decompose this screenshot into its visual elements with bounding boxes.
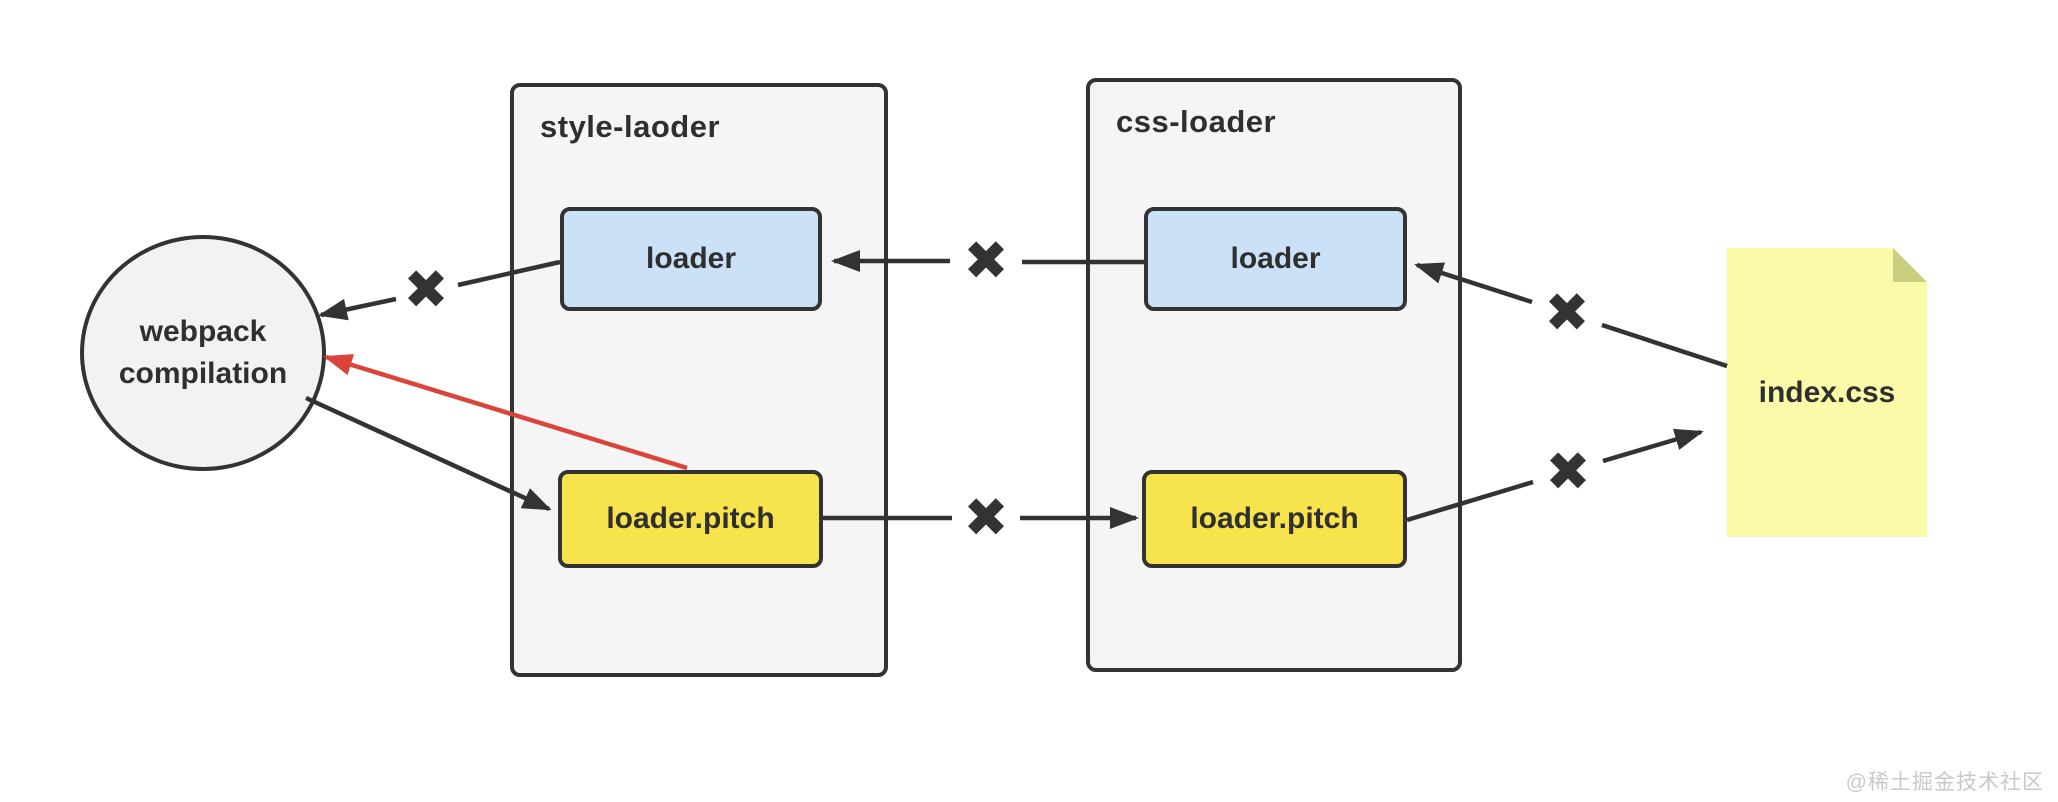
folded-corner-icon (1893, 248, 1927, 282)
webpack-compilation-label-line1: webpack (139, 315, 267, 348)
index-css-label: index.css (1758, 375, 1896, 409)
webpack-compilation-label-line2: compilation (118, 357, 288, 390)
css-loader-container: css-loader (1086, 78, 1462, 672)
css-loader-pitch-label: loader.pitch (1190, 502, 1359, 535)
css-loader-loader-box: loader (1144, 207, 1407, 311)
blocked-x-icon: ✖ (963, 488, 1009, 548)
css-loader-container-title: css-loader (1116, 104, 1277, 139)
style-loader-container: style-laoder (510, 83, 888, 677)
blocked-x-icon: ✖ (1545, 442, 1591, 502)
blocked-x-icon: ✖ (963, 231, 1009, 291)
style-loader-pitch-label: loader.pitch (606, 502, 775, 535)
style-loader-loader-box: loader (560, 207, 822, 311)
blocked-x-icon: ✖ (1544, 283, 1590, 343)
style-loader-loader-label: loader (645, 242, 737, 275)
blocked-x-icon: ✖ (403, 260, 449, 320)
css-loader-loader-label: loader (1230, 242, 1321, 275)
style-loader-container-title: style-laoder (540, 109, 721, 144)
css-loader-pitch-box: loader.pitch (1142, 470, 1407, 568)
juejin-watermark: @稀土掘金技术社区 (1845, 771, 2044, 794)
webpack-compilation-node: webpack compilation (80, 235, 326, 471)
style-loader-pitch-box: loader.pitch (558, 470, 823, 568)
index-css-note: index.css (1727, 248, 1927, 537)
